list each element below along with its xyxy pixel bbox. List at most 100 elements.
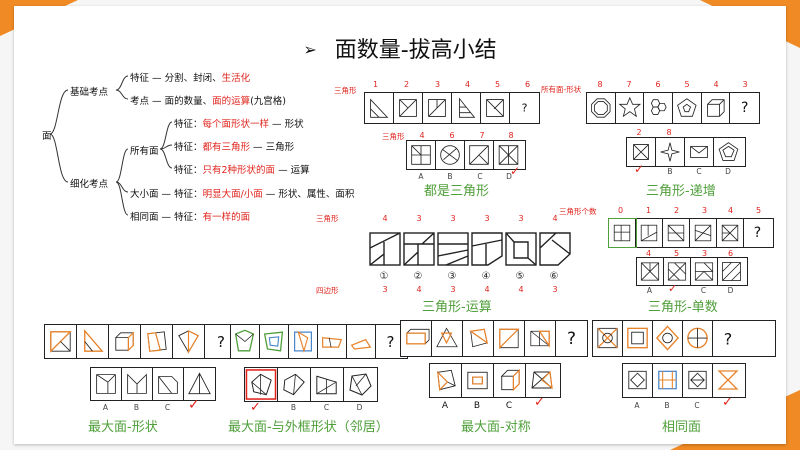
option-c[interactable] (494, 364, 526, 397)
caption-same-face: 相同面 (662, 420, 702, 435)
figure-cell (289, 325, 318, 358)
count-label: 3 (450, 285, 456, 294)
question-mark: ? (723, 329, 733, 348)
octagon-figure (587, 93, 616, 123)
question-row: ? (586, 92, 760, 124)
option-b[interactable] (122, 368, 153, 400)
option-b[interactable] (664, 258, 691, 285)
pentagons-figure (673, 93, 702, 123)
figure-cell (593, 321, 623, 356)
option-c[interactable] (685, 138, 714, 166)
item-number: ① (379, 271, 389, 282)
option-c[interactable] (153, 368, 184, 400)
label-triangle-count: 三角形个数 (559, 207, 597, 216)
question-mark: ? (386, 332, 395, 351)
option-letter: C (700, 286, 707, 295)
option-letter: A (441, 401, 449, 411)
option-a[interactable] (637, 258, 664, 285)
option-letter: C (696, 167, 702, 176)
option-c[interactable] (465, 141, 494, 169)
options-row (429, 363, 561, 398)
caption-largest-frame: 最大面-与外框形状（邻居） (228, 420, 389, 435)
option-b[interactable] (278, 368, 311, 401)
figure-cell (401, 321, 432, 356)
question-mark: ? (740, 100, 749, 116)
count-label: 3 (701, 249, 708, 258)
operation-figures (369, 232, 571, 266)
question-cell: ? (556, 321, 587, 356)
count-label: 8 (597, 80, 603, 89)
option-d[interactable] (184, 368, 215, 400)
count-label: 6 (727, 249, 734, 258)
question-row: ? (230, 324, 408, 359)
question-row: ? (44, 324, 238, 359)
option-c[interactable] (311, 368, 344, 401)
mindmap-big-small: 大小面 — 特征：明显大面/小面 — 形状、属性、面积 (130, 189, 355, 200)
count-label: 4 (518, 285, 524, 294)
question-row: ? (608, 218, 774, 248)
option-letter: C (323, 403, 330, 412)
question-cell: ? (376, 325, 405, 358)
option-letter: C (164, 403, 171, 412)
option-a[interactable] (91, 368, 122, 400)
option-letter: B (664, 401, 670, 410)
caption-all-triangles: 都是三角形 (424, 184, 490, 199)
figure-cell (636, 219, 663, 247)
caption-operation: 三角形-运算 (422, 300, 492, 315)
slide: ➢面数量-拔高小结 面 基础考点 细化考点 特征 — 分割、封闭、生活化 考点 … (14, 6, 786, 444)
slide-title: ➢面数量-拔高小结 (14, 32, 786, 64)
option-b[interactable] (656, 138, 685, 166)
star-figure (616, 93, 645, 123)
answer-checkmark-icon: ✓ (188, 397, 200, 413)
count-label: 3 (416, 214, 422, 223)
option-a[interactable] (623, 364, 653, 397)
count-label: 7 (479, 131, 485, 140)
option-a[interactable] (407, 141, 436, 169)
option-a[interactable] (245, 368, 278, 401)
item-number: ③ (447, 271, 457, 282)
option-c[interactable] (683, 364, 713, 397)
count-label: 5 (684, 80, 690, 89)
option-a[interactable] (627, 138, 656, 166)
count-label: 3 (450, 214, 456, 223)
count-label: 0 (617, 206, 624, 215)
option-b[interactable] (653, 364, 683, 397)
count-label: 1 (645, 206, 652, 215)
count-label: 4 (464, 80, 471, 89)
option-a[interactable] (430, 364, 462, 397)
option-d[interactable] (713, 364, 743, 397)
count-label: 2 (403, 80, 410, 89)
question-mark: ? (566, 328, 577, 349)
figure-cell (141, 325, 173, 358)
options-row (636, 257, 748, 286)
count-label: 4 (419, 131, 425, 140)
option-letter: A (646, 286, 653, 295)
options-row (622, 363, 746, 398)
option-d[interactable] (718, 258, 745, 285)
count-label: 3 (742, 80, 748, 89)
option-letter: B (290, 403, 297, 412)
option-d[interactable] (714, 138, 743, 166)
question-cell: ? (730, 93, 759, 123)
count-label: 4 (645, 249, 652, 258)
question-row: ? (592, 320, 776, 357)
option-b[interactable] (436, 141, 465, 169)
question-mark: ? (217, 332, 225, 351)
option-d[interactable] (494, 141, 523, 169)
item-number: ④ (481, 271, 491, 282)
question-cell: ? (510, 93, 539, 123)
mindmap-basic-point: 考点 — 面的数量、面的运算(九宫格) (130, 96, 287, 107)
option-d[interactable] (526, 364, 558, 397)
figure-cell (623, 321, 653, 356)
option-b[interactable] (462, 364, 494, 397)
caption-increment: 三角形-递增 (646, 184, 716, 199)
count-label: 3 (434, 80, 441, 89)
option-letter: C (505, 401, 513, 411)
label-triangles-top: 三角形 (334, 86, 357, 95)
option-d[interactable] (344, 368, 377, 401)
caption-largest-symmetry: 最大面-对称 (461, 420, 531, 435)
count-label: 1 (372, 80, 379, 89)
count-label: 8 (508, 131, 514, 140)
slide-title-text: 面数量-拔高小结 (334, 38, 497, 63)
option-c[interactable] (691, 258, 718, 285)
